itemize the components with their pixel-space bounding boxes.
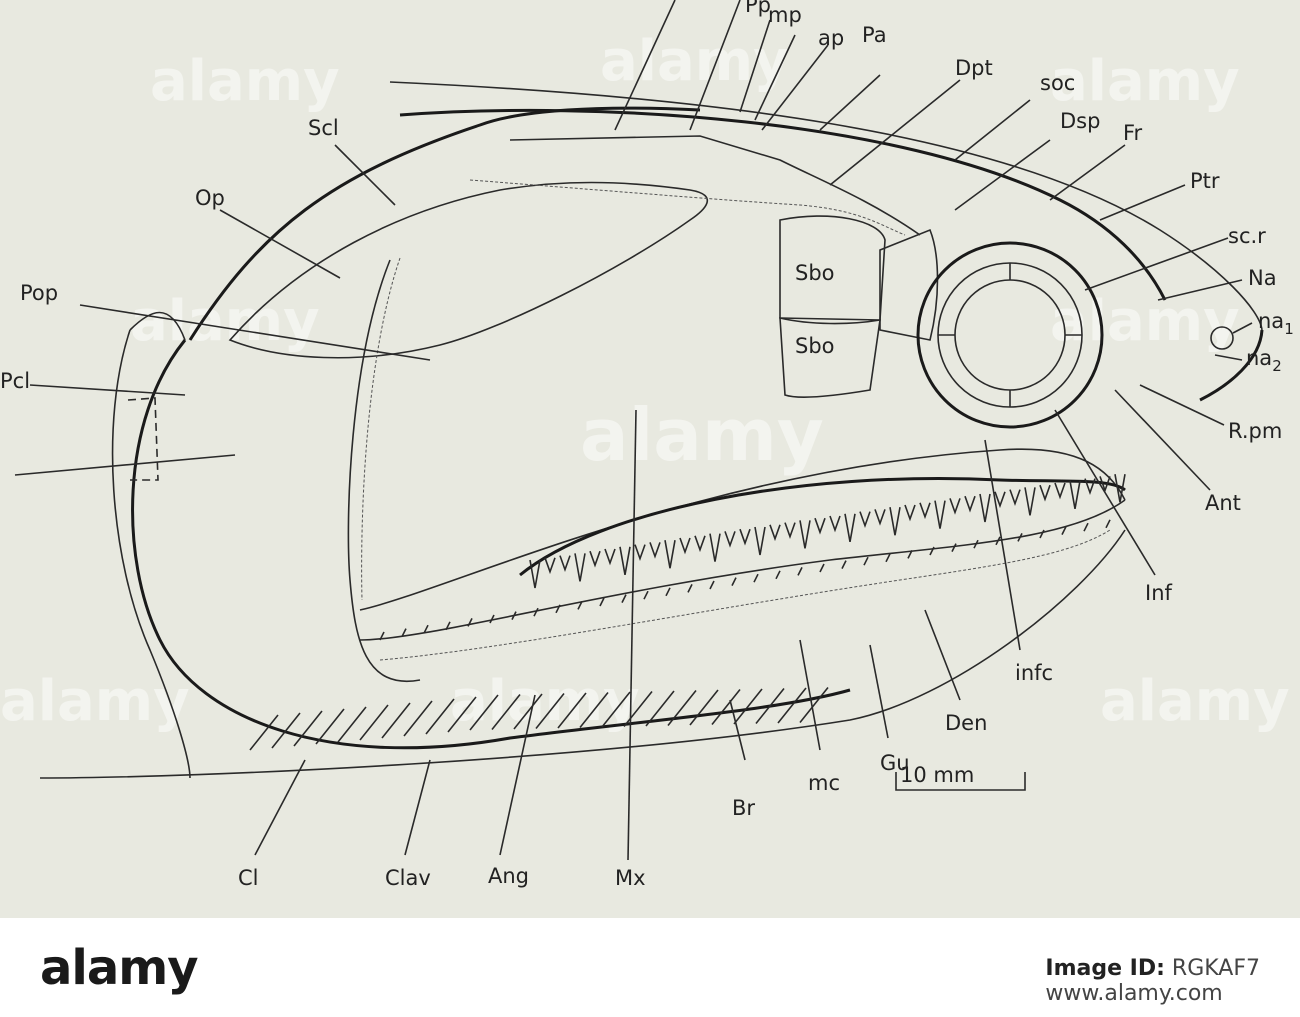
watermark: alamy [600, 29, 790, 94]
watermark: alamy [150, 49, 340, 114]
label-pop: Pop [20, 281, 58, 305]
watermark: alamy [580, 393, 824, 477]
label-mx: Mx [615, 866, 646, 890]
orbit [916, 241, 1234, 429]
label-ang: Ang [488, 864, 529, 888]
label-na2: na2 [1246, 346, 1282, 375]
label-scl: Scl [308, 116, 339, 140]
label-sbo-lower: Sbo [795, 334, 835, 358]
watermark: alamy [0, 669, 190, 734]
image-id: Image ID: RGKAF7 www.alamy.com [1045, 956, 1260, 1006]
label-mp: mp [768, 3, 802, 27]
watermark: alamy [130, 289, 320, 354]
label-op: Op [195, 186, 225, 210]
label-dpt: Dpt [955, 56, 993, 80]
label-cl: Cl [238, 866, 259, 890]
label-na: Na [1248, 266, 1277, 290]
labels: Pp mp ap Pa Dpt soc Dsp Fr Ptr sc.r Na n… [0, 0, 1294, 890]
label-r-pm: R.pm [1228, 419, 1282, 443]
scale-bar: 10 mm [895, 763, 1026, 791]
label-ptr: Ptr [1190, 169, 1220, 193]
stock-footer: alamy Image ID: RGKAF7 www.alamy.com [0, 918, 1300, 1017]
label-clav: Clav [385, 866, 431, 890]
image-id-label: Image ID: [1045, 956, 1165, 981]
watermark: alamy [450, 669, 640, 734]
image-id-value: RGKAF7 [1171, 956, 1260, 981]
site-url: www.alamy.com [1045, 981, 1223, 1006]
label-pcl: Pcl [0, 369, 30, 393]
watermark: alamy [1100, 669, 1290, 734]
scale-bar-label: 10 mm [900, 763, 974, 787]
label-ap: ap [818, 26, 844, 50]
label-inf: Inf [1145, 581, 1173, 605]
skull-diagram: alamy alamy alamy alamy alamy alamy alam… [0, 0, 1294, 890]
label-infc: infc [1015, 661, 1053, 685]
cheek-plates [228, 135, 1126, 683]
watermark: alamy [1050, 49, 1240, 114]
alamy-logo[interactable]: alamy [40, 940, 199, 996]
label-fr: Fr [1123, 121, 1143, 145]
label-pp: Pp [745, 0, 771, 17]
label-pa: Pa [862, 23, 887, 47]
label-den: Den [945, 711, 987, 735]
label-mc: mc [808, 771, 840, 795]
label-soc: soc [1040, 71, 1075, 95]
leader-lines [14, 0, 1253, 861]
watermark-grid: alamy alamy alamy alamy alamy alamy alam… [0, 29, 1290, 734]
jaws [249, 474, 1126, 751]
label-ant: Ant [1205, 491, 1241, 515]
label-sbo-upper: Sbo [795, 261, 835, 285]
label-gu: Gu [880, 751, 910, 775]
pcl-outline [127, 397, 159, 481]
figure-panel: alamy alamy alamy alamy alamy alamy alam… [0, 0, 1300, 918]
watermark: alamy [1050, 289, 1240, 354]
label-na1: na1 [1258, 309, 1294, 338]
label-dsp: Dsp [1060, 109, 1100, 133]
label-sc-r: sc.r [1228, 224, 1266, 248]
label-br: Br [732, 796, 755, 820]
